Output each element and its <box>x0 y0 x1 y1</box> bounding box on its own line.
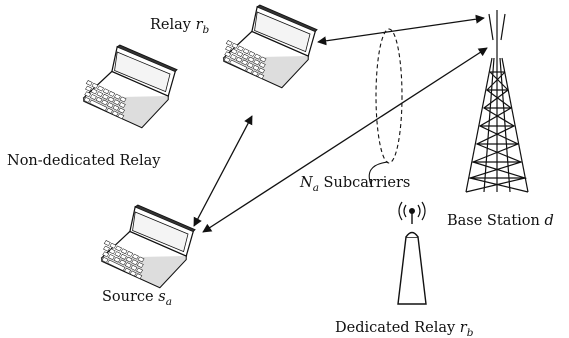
label-base-station: Base Station d <box>447 213 554 229</box>
link-source-to-base <box>202 47 488 233</box>
laptop-icon <box>96 205 195 288</box>
label-non-dedicated-relay: Non-dedicated Relay <box>7 153 161 169</box>
laptop-non-dedicated-relay <box>78 45 177 128</box>
laptop-source <box>96 205 195 288</box>
subcarriers-pointer <box>368 161 389 188</box>
label-subcarriers: Na Subcarriers <box>299 175 410 194</box>
relay-antenna-icon <box>397 201 427 305</box>
laptop-relay-rb <box>218 5 317 88</box>
cell-tower-icon <box>465 10 529 193</box>
label-source: Source sa <box>102 289 172 308</box>
laptop-icon <box>218 5 317 88</box>
label-dedicated-relay: Dedicated Relay rb <box>335 320 474 338</box>
label-relay-rb: Relay rb <box>150 17 210 36</box>
link-relay-to-base <box>317 14 485 46</box>
subcarriers-ellipse <box>375 28 403 164</box>
link-source-to-relay <box>193 115 253 227</box>
laptop-icon <box>78 45 177 128</box>
